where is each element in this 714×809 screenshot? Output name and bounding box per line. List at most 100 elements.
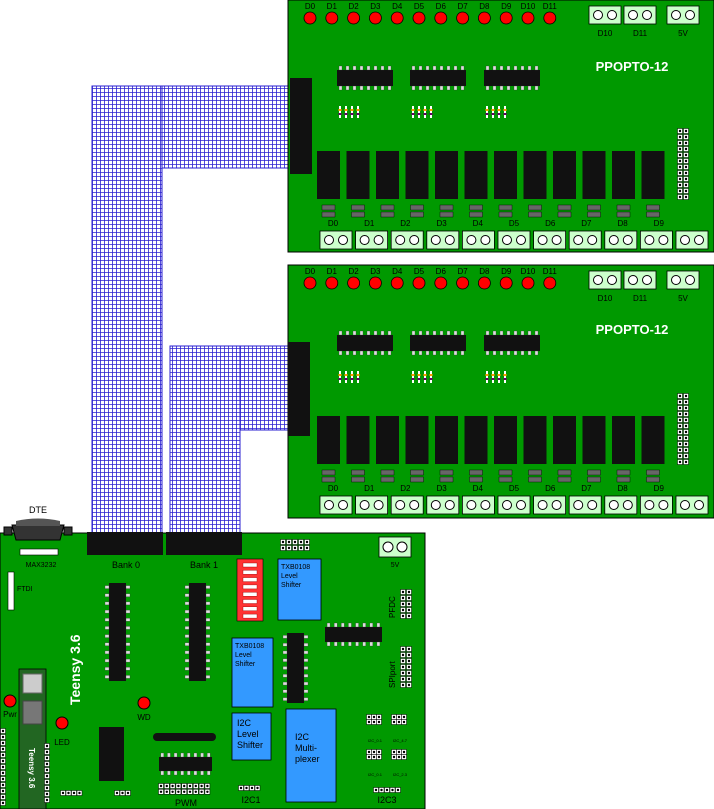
- pwr-label: Pwr: [3, 710, 17, 719]
- svg-text:Multi-: Multi-: [295, 743, 317, 753]
- svg-text:I2C_4.7: I2C_4.7: [393, 738, 408, 743]
- relay: [582, 151, 606, 199]
- relay-label: D4: [473, 484, 484, 493]
- pwr-led: [3, 694, 17, 708]
- led-label: D10: [521, 2, 536, 11]
- output-led: [543, 11, 557, 25]
- ppopto-bottom-title: PPOPTO-12: [596, 322, 669, 337]
- output-led: [543, 276, 557, 290]
- main-top-pin-header: [280, 539, 310, 551]
- led-label: D3: [370, 2, 381, 11]
- output-led: [325, 276, 339, 290]
- main-ic-left: [104, 583, 131, 681]
- led-label: D8: [479, 2, 490, 11]
- svg-text:I2C: I2C: [237, 718, 252, 728]
- svg-text:plexer: plexer: [295, 754, 320, 764]
- led-label: D7: [457, 267, 468, 276]
- relay-label: D9: [654, 219, 665, 228]
- dip-switch: [236, 558, 264, 622]
- bank1-connector: [166, 532, 242, 555]
- output-led: [521, 11, 535, 25]
- relay: [641, 151, 665, 199]
- i2c-level-shifter: I2C Level Shifter: [231, 712, 272, 761]
- voltage-regulator: [99, 727, 124, 781]
- ribbon-cable-bank0: [91, 85, 291, 536]
- led-label: D6: [436, 267, 447, 276]
- relay: [376, 416, 399, 464]
- relay: [346, 151, 370, 199]
- relay: [582, 416, 606, 464]
- svg-text:I2C: I2C: [295, 732, 310, 742]
- relay: [376, 151, 399, 199]
- bank1-label: Bank 1: [190, 560, 218, 570]
- led-label: D11: [543, 2, 558, 11]
- relay-label: D2: [400, 219, 411, 228]
- led-label: D3: [370, 267, 381, 276]
- led-label: D4: [392, 267, 403, 276]
- dte-label: DTE: [29, 505, 47, 515]
- main-ic-right: [282, 633, 309, 703]
- main-bottom-headers: [0, 728, 401, 806]
- svg-text:I2C_0.1: I2C_0.1: [368, 772, 383, 777]
- ppopto-top-title: PPOPTO-12: [596, 59, 669, 74]
- led-label: D1: [327, 2, 338, 11]
- ftdi-label: FTDI: [17, 586, 33, 593]
- svg-text:I2C_2.3: I2C_2.3: [393, 772, 408, 777]
- relay-label: D9: [654, 484, 665, 493]
- relay-label: D3: [436, 484, 447, 493]
- ppopto-bottom-chips: [337, 330, 540, 383]
- relay: [612, 151, 635, 199]
- relay: [612, 416, 635, 464]
- teensy-module: Teensy 3.6: [18, 668, 47, 809]
- output-led: [368, 276, 382, 290]
- main-5v-terminal: 5V: [378, 536, 412, 569]
- output-led: [347, 11, 361, 25]
- terminal-label: D11: [633, 29, 648, 38]
- led-label: D2: [348, 267, 359, 276]
- svg-text:Shifter: Shifter: [235, 661, 256, 668]
- relay: [553, 416, 576, 464]
- terminal-label: D10: [598, 294, 613, 303]
- crystal: [153, 733, 216, 741]
- teensy-module-label: Teensy 3.6: [27, 748, 36, 789]
- led-label: D0: [305, 2, 316, 11]
- ftdi-header: FTDI: [7, 571, 33, 611]
- output-led: [368, 11, 382, 25]
- pfdc-label: PFDC: [388, 596, 397, 618]
- relay-label: D5: [509, 484, 520, 493]
- bank0-connector: [87, 532, 163, 555]
- output-led: [499, 11, 513, 25]
- relay: [553, 151, 576, 199]
- led-label: D0: [305, 267, 316, 276]
- pwm-label: PWM: [175, 798, 197, 808]
- led-label: D5: [414, 267, 425, 276]
- i2c1-label: I2C1: [241, 795, 260, 805]
- wd-led: [137, 696, 151, 710]
- relay-label: D5: [509, 219, 520, 228]
- output-led: [477, 11, 491, 25]
- relay-label: D8: [617, 219, 628, 228]
- terminal-label: 5V: [678, 294, 688, 303]
- svg-text:I2C_0.1: I2C_0.1: [368, 738, 383, 743]
- relay-label: D7: [581, 219, 592, 228]
- led-indicator: [55, 716, 69, 730]
- output-led: [412, 11, 426, 25]
- main-ic-pwm: [159, 752, 212, 776]
- relay: [641, 416, 665, 464]
- svg-text:Level: Level: [235, 652, 252, 659]
- led-label: LED: [54, 738, 70, 747]
- output-led: [521, 276, 535, 290]
- relay-label: D8: [617, 484, 628, 493]
- relay-label: D7: [581, 484, 592, 493]
- relay: [523, 151, 547, 199]
- main-5v-label: 5V: [391, 562, 400, 569]
- output-led: [303, 276, 317, 290]
- relay: [405, 416, 429, 464]
